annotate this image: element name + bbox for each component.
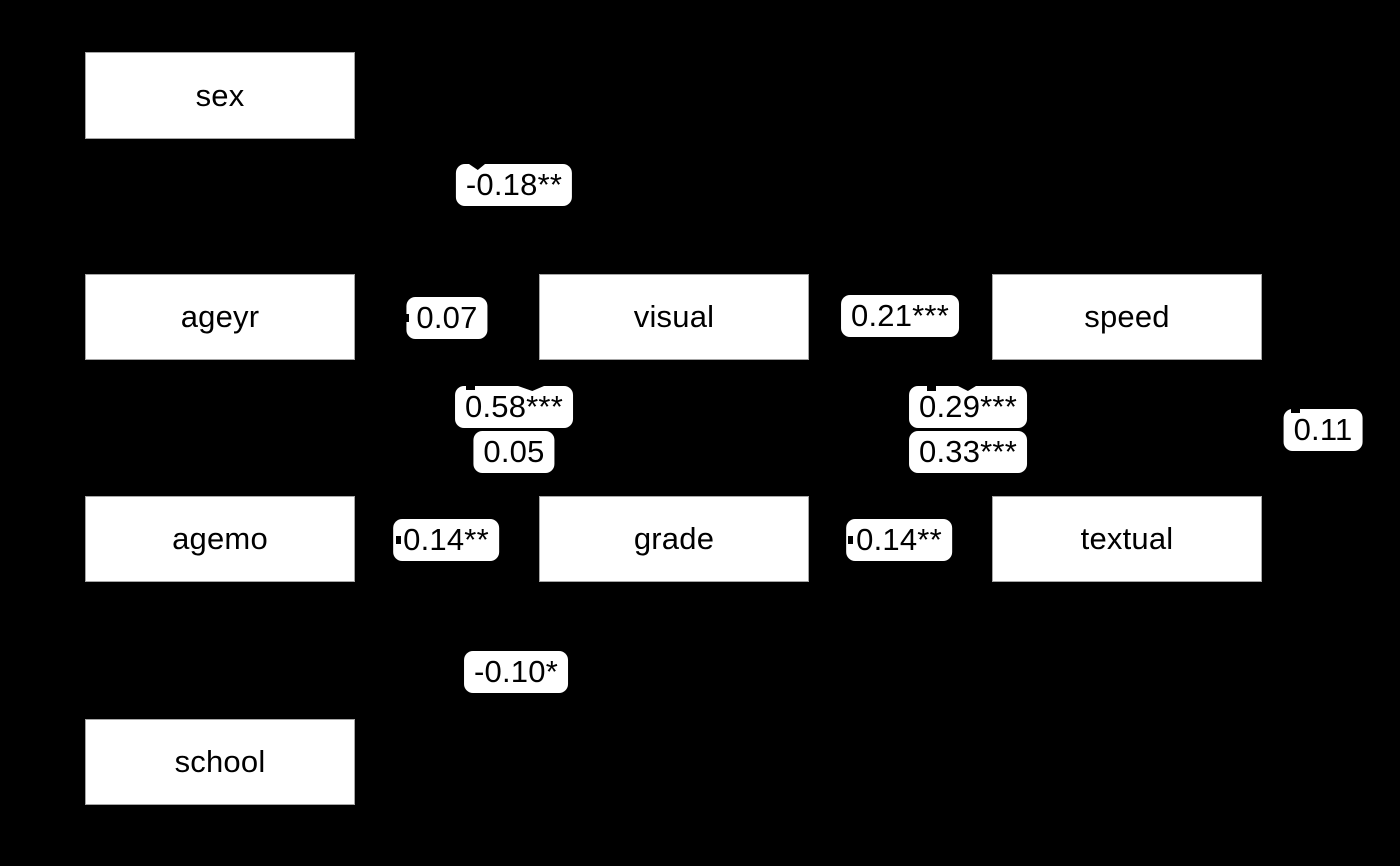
node-school: school: [85, 719, 355, 805]
edge-stub-icon: [466, 386, 475, 390]
edge-label-agemo-visual: 0.05: [473, 431, 555, 473]
edge-label-ageyr-visual: 0.07: [406, 297, 488, 339]
node-visual: visual: [539, 274, 809, 360]
edge-label-agemo-grade: 0.14**: [393, 519, 499, 561]
edge-stub-icon: [469, 164, 485, 170]
edge-label-grade-speed: 0.33***: [909, 431, 1027, 473]
node-textual: textual: [992, 496, 1262, 582]
node-ageyr: ageyr: [85, 274, 355, 360]
node-sex: sex: [85, 52, 355, 139]
edge-label-school-grade: -0.10*: [464, 651, 568, 693]
edge-label-visual-speed: 0.21***: [841, 295, 959, 337]
edge-stub-icon: [927, 386, 936, 391]
edge-label-grade-textual: 0.14**: [846, 519, 952, 561]
edge-stub-icon: [518, 386, 544, 391]
edge-label-sex-visual: -0.18**: [455, 164, 573, 206]
node-grade: grade: [539, 496, 809, 582]
node-speed: speed: [992, 274, 1262, 360]
edge-stub-icon: [958, 386, 976, 391]
node-agemo: agemo: [85, 496, 355, 582]
edge-stub-icon: [1291, 409, 1300, 413]
edge-label-speed-textual: 0.11: [1283, 409, 1363, 451]
edge-stub-icon: [404, 314, 409, 322]
edge-label-visual-textual: 0.29***: [909, 386, 1027, 428]
edge-stub-icon: [396, 536, 401, 544]
edge-label-ageyr-grade: 0.58***: [455, 386, 573, 428]
edge-stub-icon: [848, 536, 853, 544]
